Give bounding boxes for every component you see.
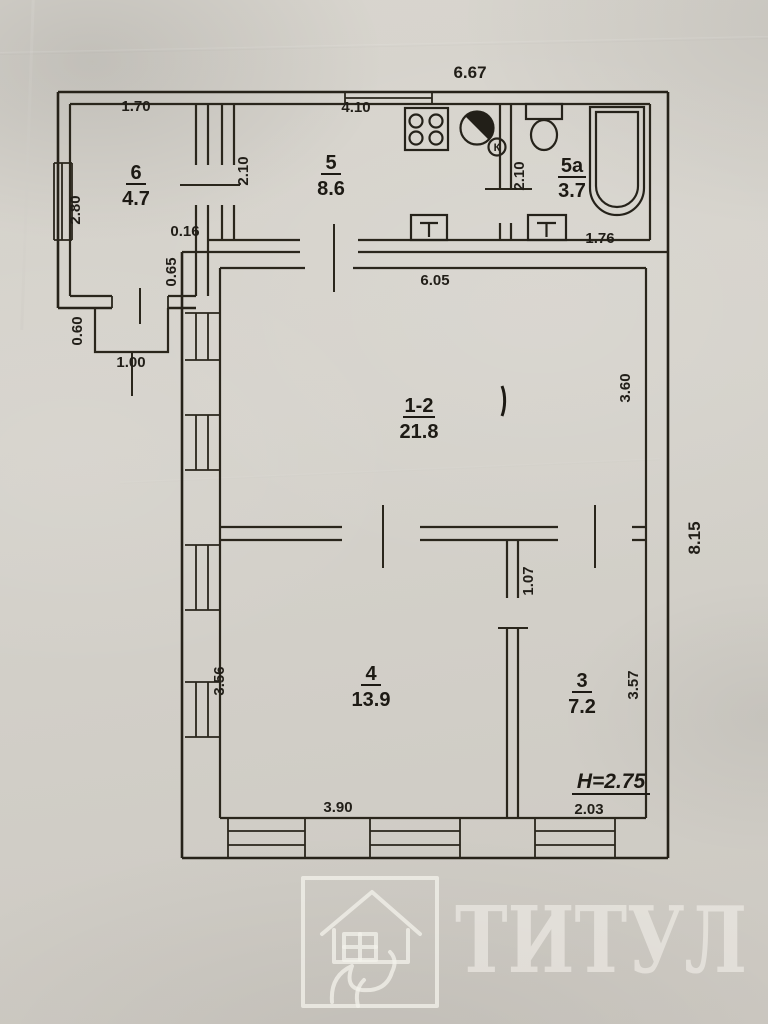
ceiling-height-note: H=2.75 bbox=[577, 770, 646, 793]
dim-room12-top: 6.05 bbox=[420, 272, 449, 289]
water-heater-label: К bbox=[494, 142, 501, 154]
door-ticks bbox=[131, 184, 596, 629]
watermark-brand-text: ТИТУЛ bbox=[455, 886, 747, 994]
watermark: ТИТУЛ bbox=[301, 876, 747, 1008]
room-3-number: 3 bbox=[576, 670, 587, 692]
vent-flue-icon bbox=[409, 213, 449, 242]
dim-room5-left: 2.10 bbox=[235, 156, 252, 185]
sink-icon bbox=[459, 110, 495, 146]
toilet-icon bbox=[524, 102, 564, 152]
porch-outline bbox=[93, 308, 170, 354]
room-5a-area: 3.7 bbox=[558, 180, 586, 202]
window-hatches bbox=[53, 92, 616, 858]
dim-porch-bottom: 1.00 bbox=[116, 354, 145, 371]
watermark-logo-frame bbox=[301, 876, 439, 1008]
watermark-house-in-hand-icon bbox=[320, 890, 422, 1008]
room-6-area: 4.7 bbox=[122, 188, 150, 210]
ink-mark bbox=[500, 385, 507, 417]
dim-room4-bottom: 3.90 bbox=[323, 799, 352, 816]
dim-room12-right: 3.60 bbox=[617, 373, 634, 402]
dim-door-offset: 1.07 bbox=[520, 566, 537, 595]
dim-room6-top: 1.70 bbox=[121, 98, 150, 115]
room-3-area: 7.2 bbox=[568, 696, 596, 718]
dim-wall-offset: 0.16 bbox=[170, 223, 199, 240]
water-heater-icon: К bbox=[487, 137, 507, 157]
room-5-area: 8.6 bbox=[317, 178, 345, 200]
room-4-number: 4 bbox=[365, 663, 377, 685]
room-6-number: 6 bbox=[130, 162, 141, 184]
room-4-area: 13.9 bbox=[352, 689, 391, 711]
dim-porch-left: 0.60 bbox=[69, 316, 86, 345]
room-5a-number: 5а bbox=[561, 155, 584, 177]
dim-room5a-bottom: 1.76 bbox=[585, 230, 614, 247]
floor-plan bbox=[53, 90, 670, 860]
vent-flue-icon bbox=[526, 213, 568, 242]
dim-room4-left: 3.56 bbox=[211, 666, 228, 695]
dim-room3-bottom: 2.03 bbox=[574, 801, 603, 818]
outer-walls bbox=[56, 90, 670, 860]
room-1-2-area: 21.8 bbox=[400, 421, 439, 443]
inner-walls bbox=[68, 102, 668, 820]
stove-icon bbox=[403, 106, 450, 152]
dim-wall-segment: 0.65 bbox=[163, 257, 180, 286]
room-5-number: 5 bbox=[325, 152, 336, 174]
dim-room5a-left: 2.10 bbox=[511, 161, 528, 190]
dim-room3-right: 3.57 bbox=[625, 670, 642, 699]
dim-top-total: 6.67 bbox=[453, 63, 486, 82]
room-1-2-number: 1-2 bbox=[405, 395, 434, 417]
dim-right-total: 8.15 bbox=[685, 521, 704, 554]
dim-room5-top: 4.10 bbox=[341, 99, 370, 116]
dim-room6-left: 2.80 bbox=[67, 195, 84, 224]
bathtub-icon bbox=[588, 105, 646, 217]
